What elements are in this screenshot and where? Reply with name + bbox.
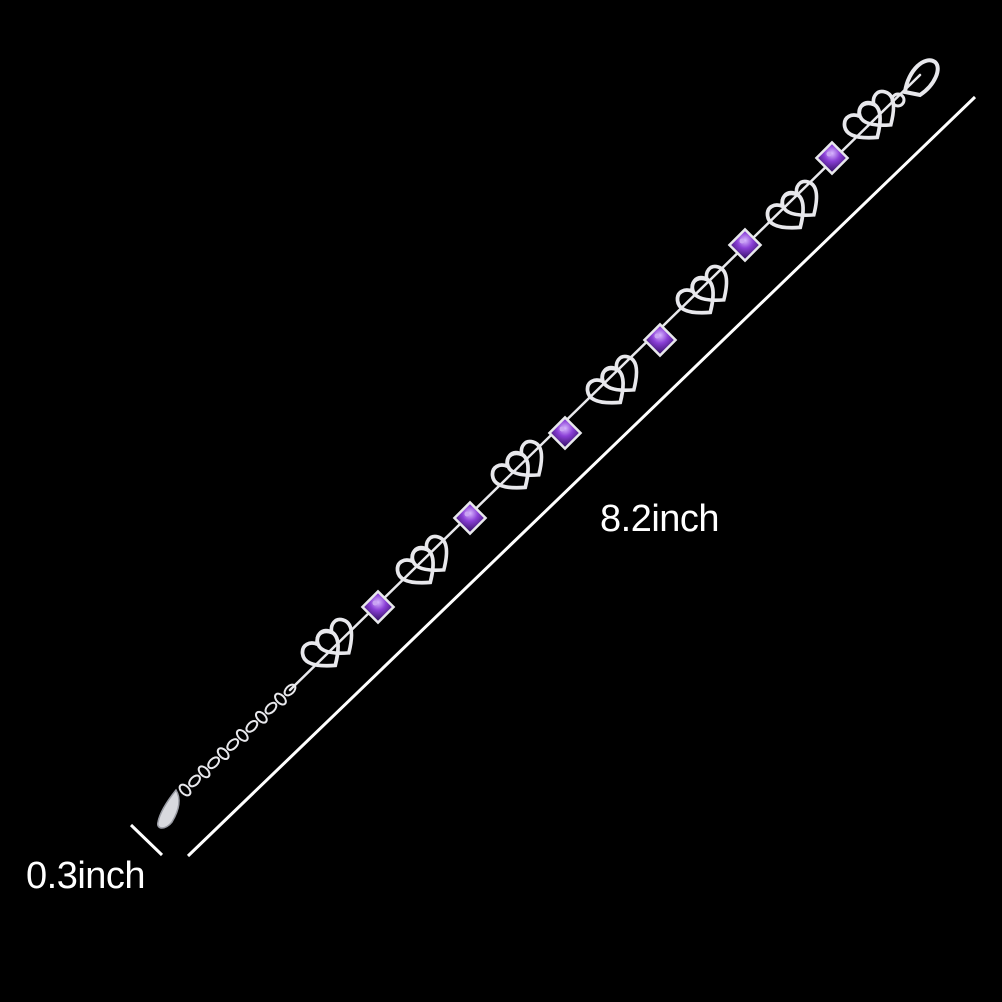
gem-highlight <box>372 600 378 606</box>
heart-link <box>780 179 819 217</box>
gem-highlight <box>739 238 745 244</box>
gem-highlight <box>559 426 565 432</box>
clasp-ring <box>890 92 906 108</box>
extension-chain-link <box>245 719 259 733</box>
extension-chain-link <box>188 774 201 788</box>
bracelet <box>157 58 940 829</box>
extension-chain-link <box>235 729 249 742</box>
gem-stone <box>452 500 488 536</box>
width-dimension-line <box>129 823 164 857</box>
extension-chain-link <box>226 738 240 751</box>
extension-chain-link <box>197 765 211 779</box>
gem-stone <box>547 415 583 451</box>
width-label: 0.3inch <box>26 855 146 897</box>
gem-stone <box>727 227 763 263</box>
extension-chain-link <box>178 783 192 797</box>
heart-link <box>600 354 639 392</box>
gem-highlight <box>654 333 660 339</box>
charm-tag <box>157 788 180 829</box>
lobster-clasp <box>902 58 940 98</box>
length-label: 8.2inch <box>600 498 720 540</box>
extension-chain-link <box>283 683 297 697</box>
extension-chain-link <box>216 747 230 761</box>
heart-link <box>410 534 449 572</box>
heart-link <box>505 439 544 477</box>
heart-link <box>857 89 896 127</box>
extension-chain-link <box>264 701 278 715</box>
extension-chain-link <box>207 756 221 770</box>
gem-stone <box>642 322 678 358</box>
gem-stone <box>360 589 396 625</box>
heart-link <box>315 617 354 655</box>
gem-stone <box>814 140 850 176</box>
gem-highlight <box>826 151 832 157</box>
length-dimension-line <box>186 95 977 858</box>
gem-highlight <box>464 511 470 517</box>
extension-chain-link <box>274 692 287 706</box>
heart-link <box>690 264 729 302</box>
extension-chain-link <box>254 710 268 724</box>
